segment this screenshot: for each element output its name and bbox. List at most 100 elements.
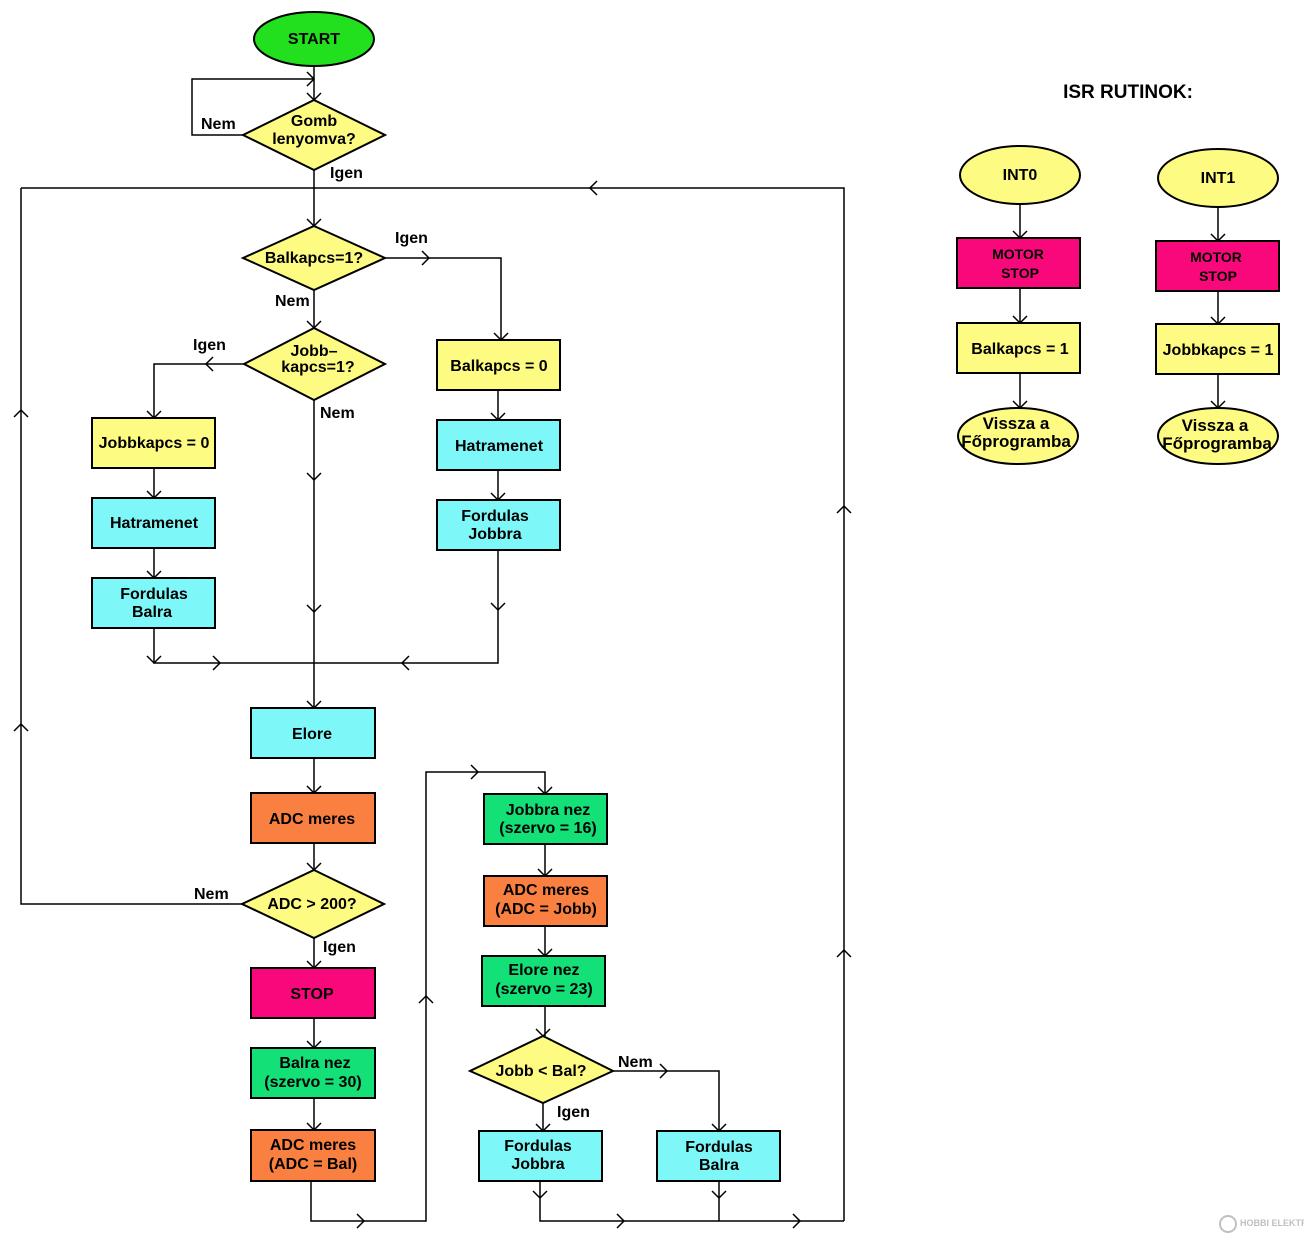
look-right-node: Jobbra nez (szervo = 16) xyxy=(483,793,608,845)
edge-right-col-merge xyxy=(314,550,499,664)
svg-text:Vissza a: Vissza a xyxy=(983,414,1050,433)
int1-return xyxy=(1157,407,1279,465)
svg-text:Fordulas: Fordulas xyxy=(685,1139,753,1156)
right-switch-reset: Jobbkapcs = 0 xyxy=(91,417,216,469)
svg-text:ADC > 200?: ADC > 200? xyxy=(267,896,356,913)
svg-text:ADC meres: ADC meres xyxy=(270,1137,356,1154)
svg-text:MOTOR: MOTOR xyxy=(1190,249,1242,265)
look-left-node: Balra nez (szervo = 30) xyxy=(250,1047,376,1099)
isr-int0: INT0 MOTOR STOP Balkapcs = 1 Vissza a Fő… xyxy=(956,145,1081,465)
button-check-decision: Gomb lenyomva? xyxy=(240,98,388,172)
turn-right-final: Fordulas Jobbra xyxy=(478,1130,603,1182)
left-switch-reset: Balkapcs = 0 xyxy=(436,339,561,391)
svg-text:Vissza a: Vissza a xyxy=(1182,416,1249,435)
label-left-switch-no: Nem xyxy=(275,293,310,310)
label-adc-yes: Igen xyxy=(323,939,356,956)
start-terminal xyxy=(253,11,375,67)
svg-text:ADC meres: ADC meres xyxy=(503,882,589,899)
arrowhead-28 xyxy=(836,948,852,958)
turn-right-after-reverse: Fordulas Jobbra xyxy=(436,499,561,551)
edge-left-col-merge xyxy=(153,628,314,664)
int1-motor-stop xyxy=(1155,240,1280,292)
turn-left-after-reverse: Fordulas Balra xyxy=(91,577,216,629)
svg-text:MOTOR: MOTOR xyxy=(992,246,1044,262)
arrowhead-17 xyxy=(490,602,506,612)
flowchart-edges xyxy=(20,66,1219,1222)
right-switch-line2: kapcs=1? xyxy=(281,359,354,376)
reverse-right-branch: Hatramenet xyxy=(436,419,561,471)
reverse-left-branch: Hatramenet xyxy=(91,497,216,549)
isr-int1: INT1 MOTOR STOP Jobbkapcs = 1 Vissza a F… xyxy=(1155,148,1280,465)
int0-motor-stop xyxy=(956,237,1081,289)
arrowhead-27 xyxy=(836,504,852,514)
svg-text:Jobb < Bal?: Jobb < Bal? xyxy=(495,1063,586,1080)
edge-left-switch-yes xyxy=(385,257,502,340)
stop-node: STOP xyxy=(250,967,376,1019)
arrowhead-1 xyxy=(306,71,316,87)
look-forward-node: Elore nez (szervo = 23) xyxy=(481,955,606,1007)
arrowhead-26 xyxy=(588,180,598,196)
arrowhead-25 xyxy=(13,722,29,732)
arrowhead-42 xyxy=(792,1213,802,1229)
int1-terminal xyxy=(1157,148,1279,208)
edge-turn-right-to-loop xyxy=(539,1181,844,1222)
svg-text:Jobbkapcs = 0: Jobbkapcs = 0 xyxy=(99,435,210,452)
isr-title: ISR RUTINOK: xyxy=(1063,82,1193,103)
svg-text:ADC meres: ADC meres xyxy=(269,811,355,828)
arrowhead-24 xyxy=(13,408,29,418)
arrowhead-41 xyxy=(616,1213,626,1229)
arrowhead-39 xyxy=(532,1190,548,1200)
svg-text:STOP: STOP xyxy=(290,986,334,1003)
left-switch-decision: Balkapcs=1? xyxy=(240,224,388,292)
label-left-switch-yes: Igen xyxy=(395,230,428,247)
svg-text:STOP: STOP xyxy=(1199,268,1237,284)
svg-text:Jobbra: Jobbra xyxy=(511,1156,564,1173)
svg-text:(szervo = 23): (szervo = 23) xyxy=(495,981,592,998)
svg-text:(ADC = Bal): (ADC = Bal) xyxy=(269,1156,357,1173)
edge-adc-no-loop xyxy=(20,188,242,905)
svg-text:STOP: STOP xyxy=(1001,265,1039,281)
right-switch-diamond xyxy=(241,326,388,402)
label-compare-no: Nem xyxy=(618,1054,653,1071)
int0-assign xyxy=(956,322,1081,374)
edge-right-switch-yes xyxy=(153,363,244,418)
svg-text:Főprogramba: Főprogramba xyxy=(1162,434,1272,453)
start-label: START xyxy=(288,31,340,48)
arrowhead-5 xyxy=(421,250,431,266)
watermark-logo: HOBBI ELEKTRONIKA xyxy=(1219,1215,1304,1233)
edge-labels: Nem Igen Igen Nem Igen Nem Nem Igen Nem … xyxy=(193,116,653,1121)
watermark-text: HOBBI ELEKTRONIKA xyxy=(1240,1218,1304,1228)
turn-left-final: Fordulas Balra xyxy=(656,1130,781,1182)
arrowhead-31 xyxy=(470,764,480,780)
svg-text:Balkapcs = 1: Balkapcs = 1 xyxy=(971,341,1069,358)
svg-text:Hatramenet: Hatramenet xyxy=(455,438,544,455)
adc-right-node: ADC meres (ADC = Jobb) xyxy=(483,875,608,927)
arrowhead-29 xyxy=(356,1213,366,1229)
arrowhead-38 xyxy=(659,1063,669,1079)
start-node: START xyxy=(253,11,375,67)
svg-text:(ADC = Jobb): (ADC = Jobb) xyxy=(495,901,597,918)
svg-text:Jobbkapcs = 1: Jobbkapcs = 1 xyxy=(1163,342,1274,359)
right-switch-decision: Jobb– kapcs=1? xyxy=(241,326,388,402)
arrowhead-9 xyxy=(306,604,322,614)
int0-terminal xyxy=(959,145,1081,205)
arrowhead-7 xyxy=(204,356,214,372)
adc-left-node: ADC meres (ADC = Bal) xyxy=(250,1129,376,1182)
label-button-no: Nem xyxy=(201,116,236,133)
forward-node: Elore xyxy=(250,707,376,759)
right-switch-line1: Jobb– xyxy=(290,343,337,360)
adc-check-decision: ADC > 200? xyxy=(239,868,387,940)
svg-text:Hatramenet: Hatramenet xyxy=(110,515,199,532)
label-compare-yes: Igen xyxy=(557,1104,590,1121)
svg-text:Jobbra: Jobbra xyxy=(468,526,521,543)
arrowhead-13 xyxy=(146,655,162,665)
svg-text:Balkapcs = 0: Balkapcs = 0 xyxy=(450,358,548,375)
svg-text:Főprogramba: Főprogramba xyxy=(961,432,1071,451)
left-switch-label: Balkapcs=1? xyxy=(265,250,363,267)
svg-text:Balra nez: Balra nez xyxy=(279,1055,350,1072)
label-button-yes: Igen xyxy=(330,165,363,182)
svg-text:Jobbra nez: Jobbra nez xyxy=(506,802,590,819)
svg-text:Elore: Elore xyxy=(292,726,332,743)
arrowhead-18 xyxy=(400,655,410,671)
svg-text:INT1: INT1 xyxy=(1201,170,1236,187)
